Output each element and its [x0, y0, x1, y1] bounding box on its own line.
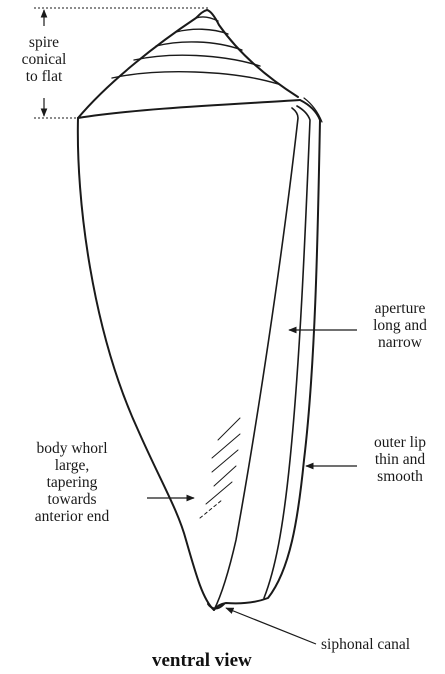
outer-lip-label-line: smooth [360, 468, 440, 485]
body-whorl-label-line: body whorl [2, 440, 142, 457]
growth-line [200, 500, 222, 518]
spire-whorl-line [112, 72, 278, 84]
diagram-caption: ventral view [152, 650, 252, 672]
siphonal-canal-label: siphonal canal [321, 636, 410, 653]
spire-whorl-line [176, 29, 228, 34]
aperture-inner-line [214, 108, 298, 610]
growth-line [206, 482, 232, 504]
aperture-label: aperture long and narrow [360, 300, 440, 351]
shoulder-line [78, 100, 300, 118]
body-whorl-label-line: anterior end [2, 508, 142, 525]
outer-lip-label-line: thin and [360, 451, 440, 468]
aperture-label-line: aperture [360, 300, 440, 317]
aperture-label-line: long and [360, 317, 440, 334]
outer-lip-label: outer lip thin and smooth [360, 434, 440, 485]
body-whorl-label: body whorl large, tapering towards anter… [2, 440, 142, 525]
aperture-outer-line [264, 106, 310, 598]
growth-line [212, 450, 238, 472]
growth-lines [200, 418, 240, 518]
aperture-label-line: narrow [360, 334, 440, 351]
spire-whorl-line [134, 55, 260, 66]
siphonal-canal-arrow [226, 608, 316, 644]
body-whorl-label-line: large, [2, 457, 142, 474]
pointer-arrows [147, 330, 357, 644]
spire-label-line: spire [10, 34, 78, 51]
spire-label-line: conical [10, 51, 78, 68]
body-whorl-label-line: tapering [2, 474, 142, 491]
body-left-outline [78, 118, 214, 610]
spire-whorl-line [156, 42, 242, 50]
growth-line [214, 466, 236, 486]
growth-line [212, 434, 240, 458]
body-whorl-label-line: towards [2, 491, 142, 508]
spire-label-line: to flat [10, 68, 78, 85]
spire-label: spire conical to flat [10, 34, 78, 85]
outer-lip-label-line: outer lip [360, 434, 440, 451]
